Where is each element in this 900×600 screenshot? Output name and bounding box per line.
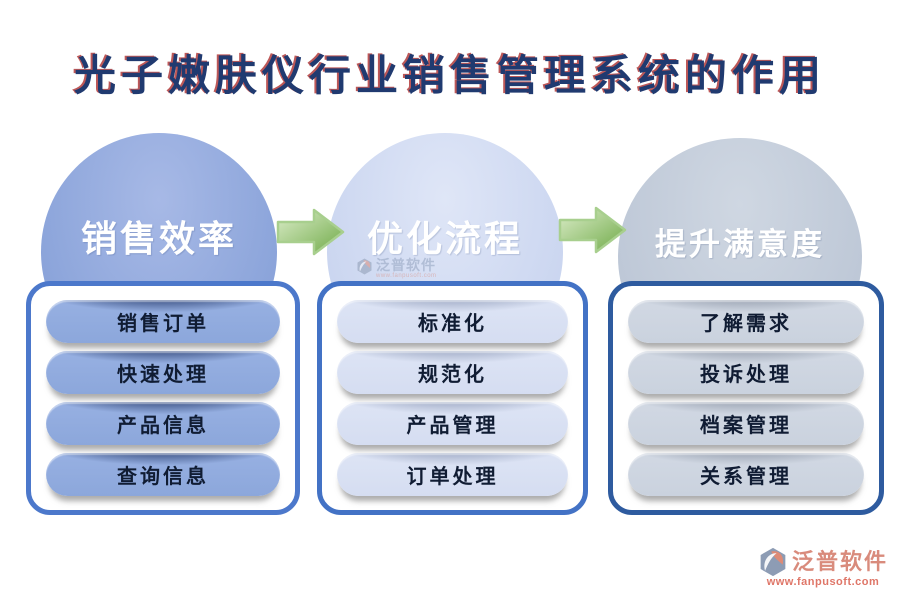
pill-order-processing: 订单处理 — [337, 453, 568, 496]
pill-normalization: 规范化 — [337, 351, 568, 394]
pill-label: 了解需求 — [700, 313, 792, 335]
pill-label: 订单处理 — [406, 466, 499, 488]
pill-sales-order: 销售订单 — [46, 300, 280, 343]
pill-label: 规范化 — [418, 364, 487, 386]
pill-label: 投诉处理 — [700, 364, 792, 386]
circle-optimize-process-label: 优化流程 — [366, 219, 523, 259]
watermark-url-text: www.fanpusoft.com — [376, 273, 437, 279]
pill-archive-management: 档案管理 — [628, 402, 864, 445]
pill-product-info: 产品信息 — [46, 402, 280, 445]
pill-query-info: 查询信息 — [46, 453, 280, 496]
brand-name-text: 泛普软件 — [791, 549, 888, 574]
pill-standardization: 标准化 — [337, 300, 568, 343]
pill-complaint-handling: 投诉处理 — [628, 351, 864, 394]
brand-url-text: www.fanpusoft.com — [766, 576, 880, 588]
fanpu-logo-icon — [760, 547, 786, 577]
fanpu-logo-icon — [357, 258, 372, 275]
pill-label: 产品信息 — [117, 415, 209, 437]
pill-label: 产品管理 — [406, 415, 499, 437]
right-arrow-icon — [558, 203, 628, 257]
pill-fast-processing: 快速处理 — [46, 351, 280, 394]
page-title: 光子嫩肤仪行业销售管理系统的作用 — [73, 54, 826, 100]
circle-improve-satisfaction-label: 提升满意度 — [655, 226, 825, 262]
card-improve-satisfaction: 了解需求 投诉处理 档案管理 关系管理 — [608, 281, 884, 515]
pill-label: 快速处理 — [117, 364, 209, 386]
pill-label: 档案管理 — [700, 415, 792, 437]
pill-label: 销售订单 — [117, 313, 209, 335]
pill-product-management: 产品管理 — [337, 402, 568, 445]
card-sales-efficiency: 销售订单 快速处理 产品信息 查询信息 — [26, 281, 300, 515]
pill-label: 查询信息 — [117, 466, 209, 488]
pill-relationship-management: 关系管理 — [628, 453, 864, 496]
circle-sales-efficiency-label: 销售效率 — [80, 219, 237, 259]
brand-logo: 泛普软件 www.fanpusoft.com — [758, 547, 888, 588]
pill-understand-needs: 了解需求 — [628, 300, 864, 343]
card-optimize-process: 标准化 规范化 产品管理 订单处理 — [317, 281, 588, 515]
pill-label: 标准化 — [418, 313, 487, 335]
right-arrow-icon — [276, 205, 346, 259]
watermark-brand-text: 泛普软件 — [376, 257, 436, 273]
center-watermark: 泛普软件 www.fanpusoft.com — [356, 258, 437, 280]
pill-label: 关系管理 — [700, 466, 792, 488]
